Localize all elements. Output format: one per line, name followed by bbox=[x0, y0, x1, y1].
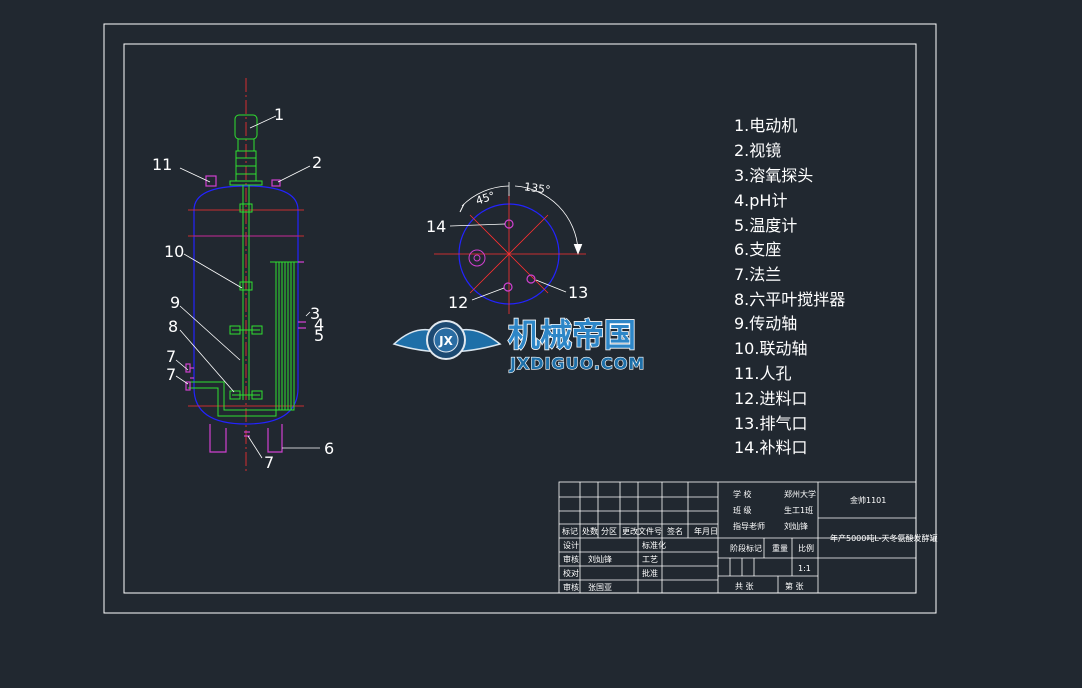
callout-5: 5 bbox=[314, 326, 324, 345]
callout-4: 4 bbox=[314, 315, 324, 334]
header-cell-1: 处数 bbox=[582, 526, 598, 536]
legend-item: 5.温度计 bbox=[734, 216, 798, 235]
side-view-callouts: 1 11 2 10 9 8 7 7 3 4 5 6 7 bbox=[152, 105, 334, 472]
legend-item: 9.传动轴 bbox=[734, 314, 798, 333]
callout-10: 10 bbox=[164, 242, 184, 261]
role-label-2: 校对 bbox=[563, 568, 579, 578]
feed-pipe bbox=[188, 381, 277, 417]
callout-6: 6 bbox=[324, 439, 334, 458]
scale-value: 1:1 bbox=[798, 564, 811, 573]
legend-item: 11.人孔 bbox=[734, 364, 792, 383]
legend-item: 7.法兰 bbox=[734, 265, 782, 284]
callout-7a: 7 bbox=[166, 347, 176, 366]
callout-7c: 7 bbox=[264, 453, 274, 472]
school-label-1: 班 级 bbox=[733, 505, 752, 515]
legend-item: 8.六平叶搅拌器 bbox=[734, 290, 846, 309]
mid-label-2: 批准 bbox=[642, 568, 658, 578]
header-cell-4: 签名 bbox=[667, 526, 683, 536]
leader-lines bbox=[175, 115, 320, 459]
title-block bbox=[558, 481, 917, 594]
angle-45-label: 45° bbox=[474, 189, 497, 207]
school-label-2: 指导老师 bbox=[733, 521, 765, 531]
mid-label-0: 标准化 bbox=[642, 540, 666, 550]
watermark-title: 机械帝国 bbox=[508, 316, 636, 354]
watermark-subtitle: JXDIGUO.COM bbox=[509, 354, 645, 373]
callout-12: 12 bbox=[448, 293, 468, 312]
callout-13: 13 bbox=[568, 283, 588, 302]
school-label-0: 学 校 bbox=[733, 489, 752, 499]
callout-11: 11 bbox=[152, 155, 172, 174]
cooling-coil bbox=[270, 261, 300, 411]
nozzles bbox=[185, 175, 306, 453]
sheet-label-0: 共 张 bbox=[735, 582, 754, 591]
watermark-logo: JX 机械帝国 JXDIGUO.COM bbox=[392, 315, 645, 374]
shaft bbox=[229, 185, 263, 400]
drawing-name: 年产5000吨L-天冬氨酸发酵罐 bbox=[830, 533, 938, 543]
title-block-text: 标记 处数 分区 更改文件号 签名 年月日 设计 审核 校对 审核 刘灿锋 张国… bbox=[562, 489, 938, 592]
fermenter-top-view: 45° 135° 14 12 13 bbox=[426, 180, 588, 314]
sheet-label-1: 第 张 bbox=[785, 581, 804, 591]
school-value-1: 生工1班 bbox=[784, 505, 813, 515]
header-cell-0: 标记 bbox=[562, 526, 578, 536]
stage-label-2: 比例 bbox=[798, 543, 814, 553]
callout-8: 8 bbox=[168, 317, 178, 336]
legend-item: 6.支座 bbox=[734, 240, 782, 259]
stage-label-0: 阶段标记 bbox=[730, 543, 762, 553]
vessel bbox=[188, 185, 304, 425]
angle-135-label: 135° bbox=[523, 180, 551, 197]
header-cell-5: 年月日 bbox=[694, 526, 718, 536]
callout-2: 2 bbox=[312, 153, 322, 172]
callout-7b: 7 bbox=[166, 365, 176, 384]
header-cell-2: 分区 bbox=[601, 527, 617, 536]
legend-item: 1.电动机 bbox=[734, 116, 798, 135]
stage-label-1: 重量 bbox=[772, 543, 788, 553]
legend-item: 10.联动轴 bbox=[734, 339, 808, 358]
mid-label-1: 工艺 bbox=[642, 555, 658, 564]
outer-frame bbox=[103, 23, 937, 614]
watermark-badge: JX bbox=[438, 334, 453, 348]
legend-item: 2.视镜 bbox=[734, 141, 782, 160]
role-label-1: 审核 bbox=[563, 554, 579, 564]
callout-14: 14 bbox=[426, 217, 446, 236]
header-cell-3: 更改文件号 bbox=[622, 526, 662, 536]
callout-9: 9 bbox=[170, 293, 180, 312]
role-label-3: 审核 bbox=[563, 582, 579, 592]
fermenter-side-view bbox=[175, 78, 320, 472]
legend-item: 14.补料口 bbox=[734, 438, 808, 457]
inner-frame bbox=[123, 43, 917, 594]
legend-item: 4.pH计 bbox=[734, 191, 788, 210]
school-value-2: 刘灿锋 bbox=[784, 521, 808, 531]
legend-item: 13.排气口 bbox=[734, 414, 808, 433]
motor bbox=[229, 114, 263, 186]
school-value-0: 郑州大学 bbox=[784, 489, 816, 499]
legend-item: 3.溶氧探头 bbox=[734, 166, 814, 185]
callout-3: 3 bbox=[310, 304, 320, 323]
role-label-0: 设计 bbox=[563, 540, 579, 550]
callout-1: 1 bbox=[274, 105, 284, 124]
role-value-1: 刘灿锋 bbox=[588, 554, 612, 564]
drawing-number: 金帅1101 bbox=[850, 495, 886, 505]
legend-item: 12.进料口 bbox=[734, 389, 808, 408]
role-value-3: 张国亚 bbox=[588, 583, 612, 592]
